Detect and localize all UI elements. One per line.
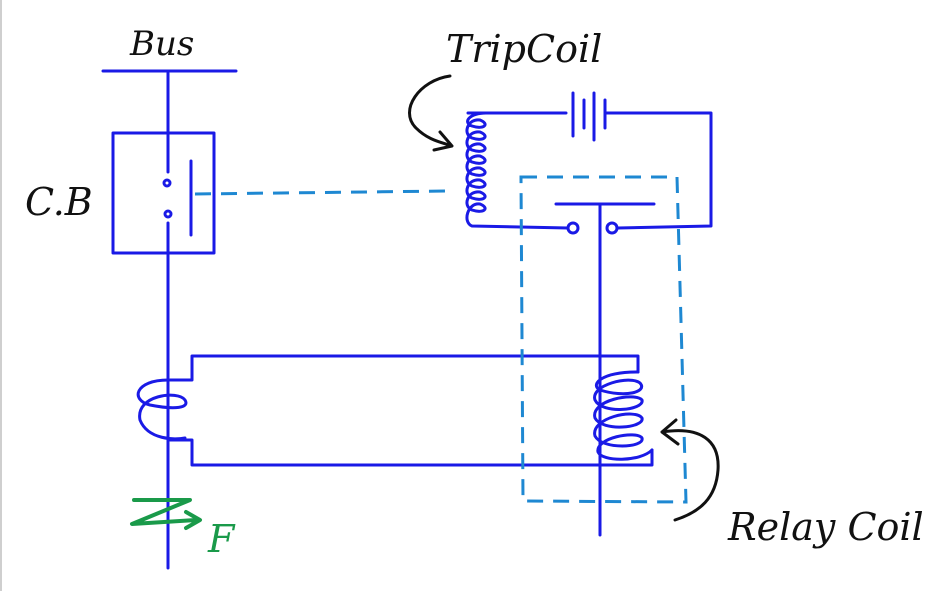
relay-enclosure xyxy=(519,175,688,504)
relay-coil xyxy=(593,370,654,461)
ct-secondary-loop xyxy=(168,354,654,467)
relay-coil-label: Relay Coil xyxy=(727,505,924,549)
trip-coil xyxy=(465,111,570,230)
fault-label: F xyxy=(207,517,236,561)
ct-primary-coil xyxy=(136,378,188,441)
trip-coil-pointer-arrow xyxy=(408,74,454,152)
circuit-breaker-box xyxy=(111,131,216,255)
mechanical-link xyxy=(194,189,447,196)
relay-terminal-right xyxy=(605,221,619,235)
trip-coil-label: TripCoil xyxy=(446,27,602,71)
circuit-breaker-label: C.B xyxy=(25,180,93,224)
relay-coil-pointer-arrow xyxy=(660,418,720,522)
breaker-contact-bottom xyxy=(163,209,173,219)
fault-zigzag-symbol xyxy=(130,498,202,530)
bus-label: Bus xyxy=(129,24,194,64)
breaker-contact-top xyxy=(162,178,172,188)
trip-circuit-wire xyxy=(484,111,713,230)
